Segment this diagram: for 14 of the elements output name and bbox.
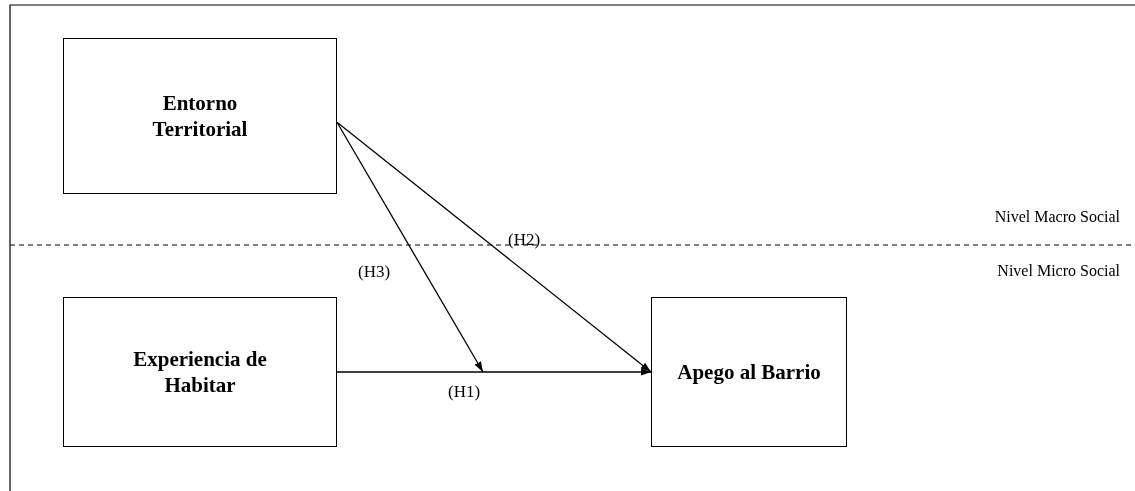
arrow (336, 368, 652, 376)
level-label: Nivel Micro Social (997, 262, 1120, 280)
concept-box (63, 38, 337, 194)
box-title: Apego al Barrio (677, 358, 821, 386)
concept-box (63, 297, 337, 447)
arrow (336, 121, 484, 373)
arrow (336, 121, 652, 373)
edge-label: (H1) (448, 382, 481, 402)
edge-label: (H3) (358, 262, 391, 282)
edge-label: (H2) (508, 230, 541, 250)
box-title: Experiencia de Habitar (132, 345, 268, 399)
box-title: Entorno Territorial (151, 89, 249, 143)
level-label: Nivel Macro Social (994, 208, 1120, 226)
concept-box (651, 297, 847, 447)
